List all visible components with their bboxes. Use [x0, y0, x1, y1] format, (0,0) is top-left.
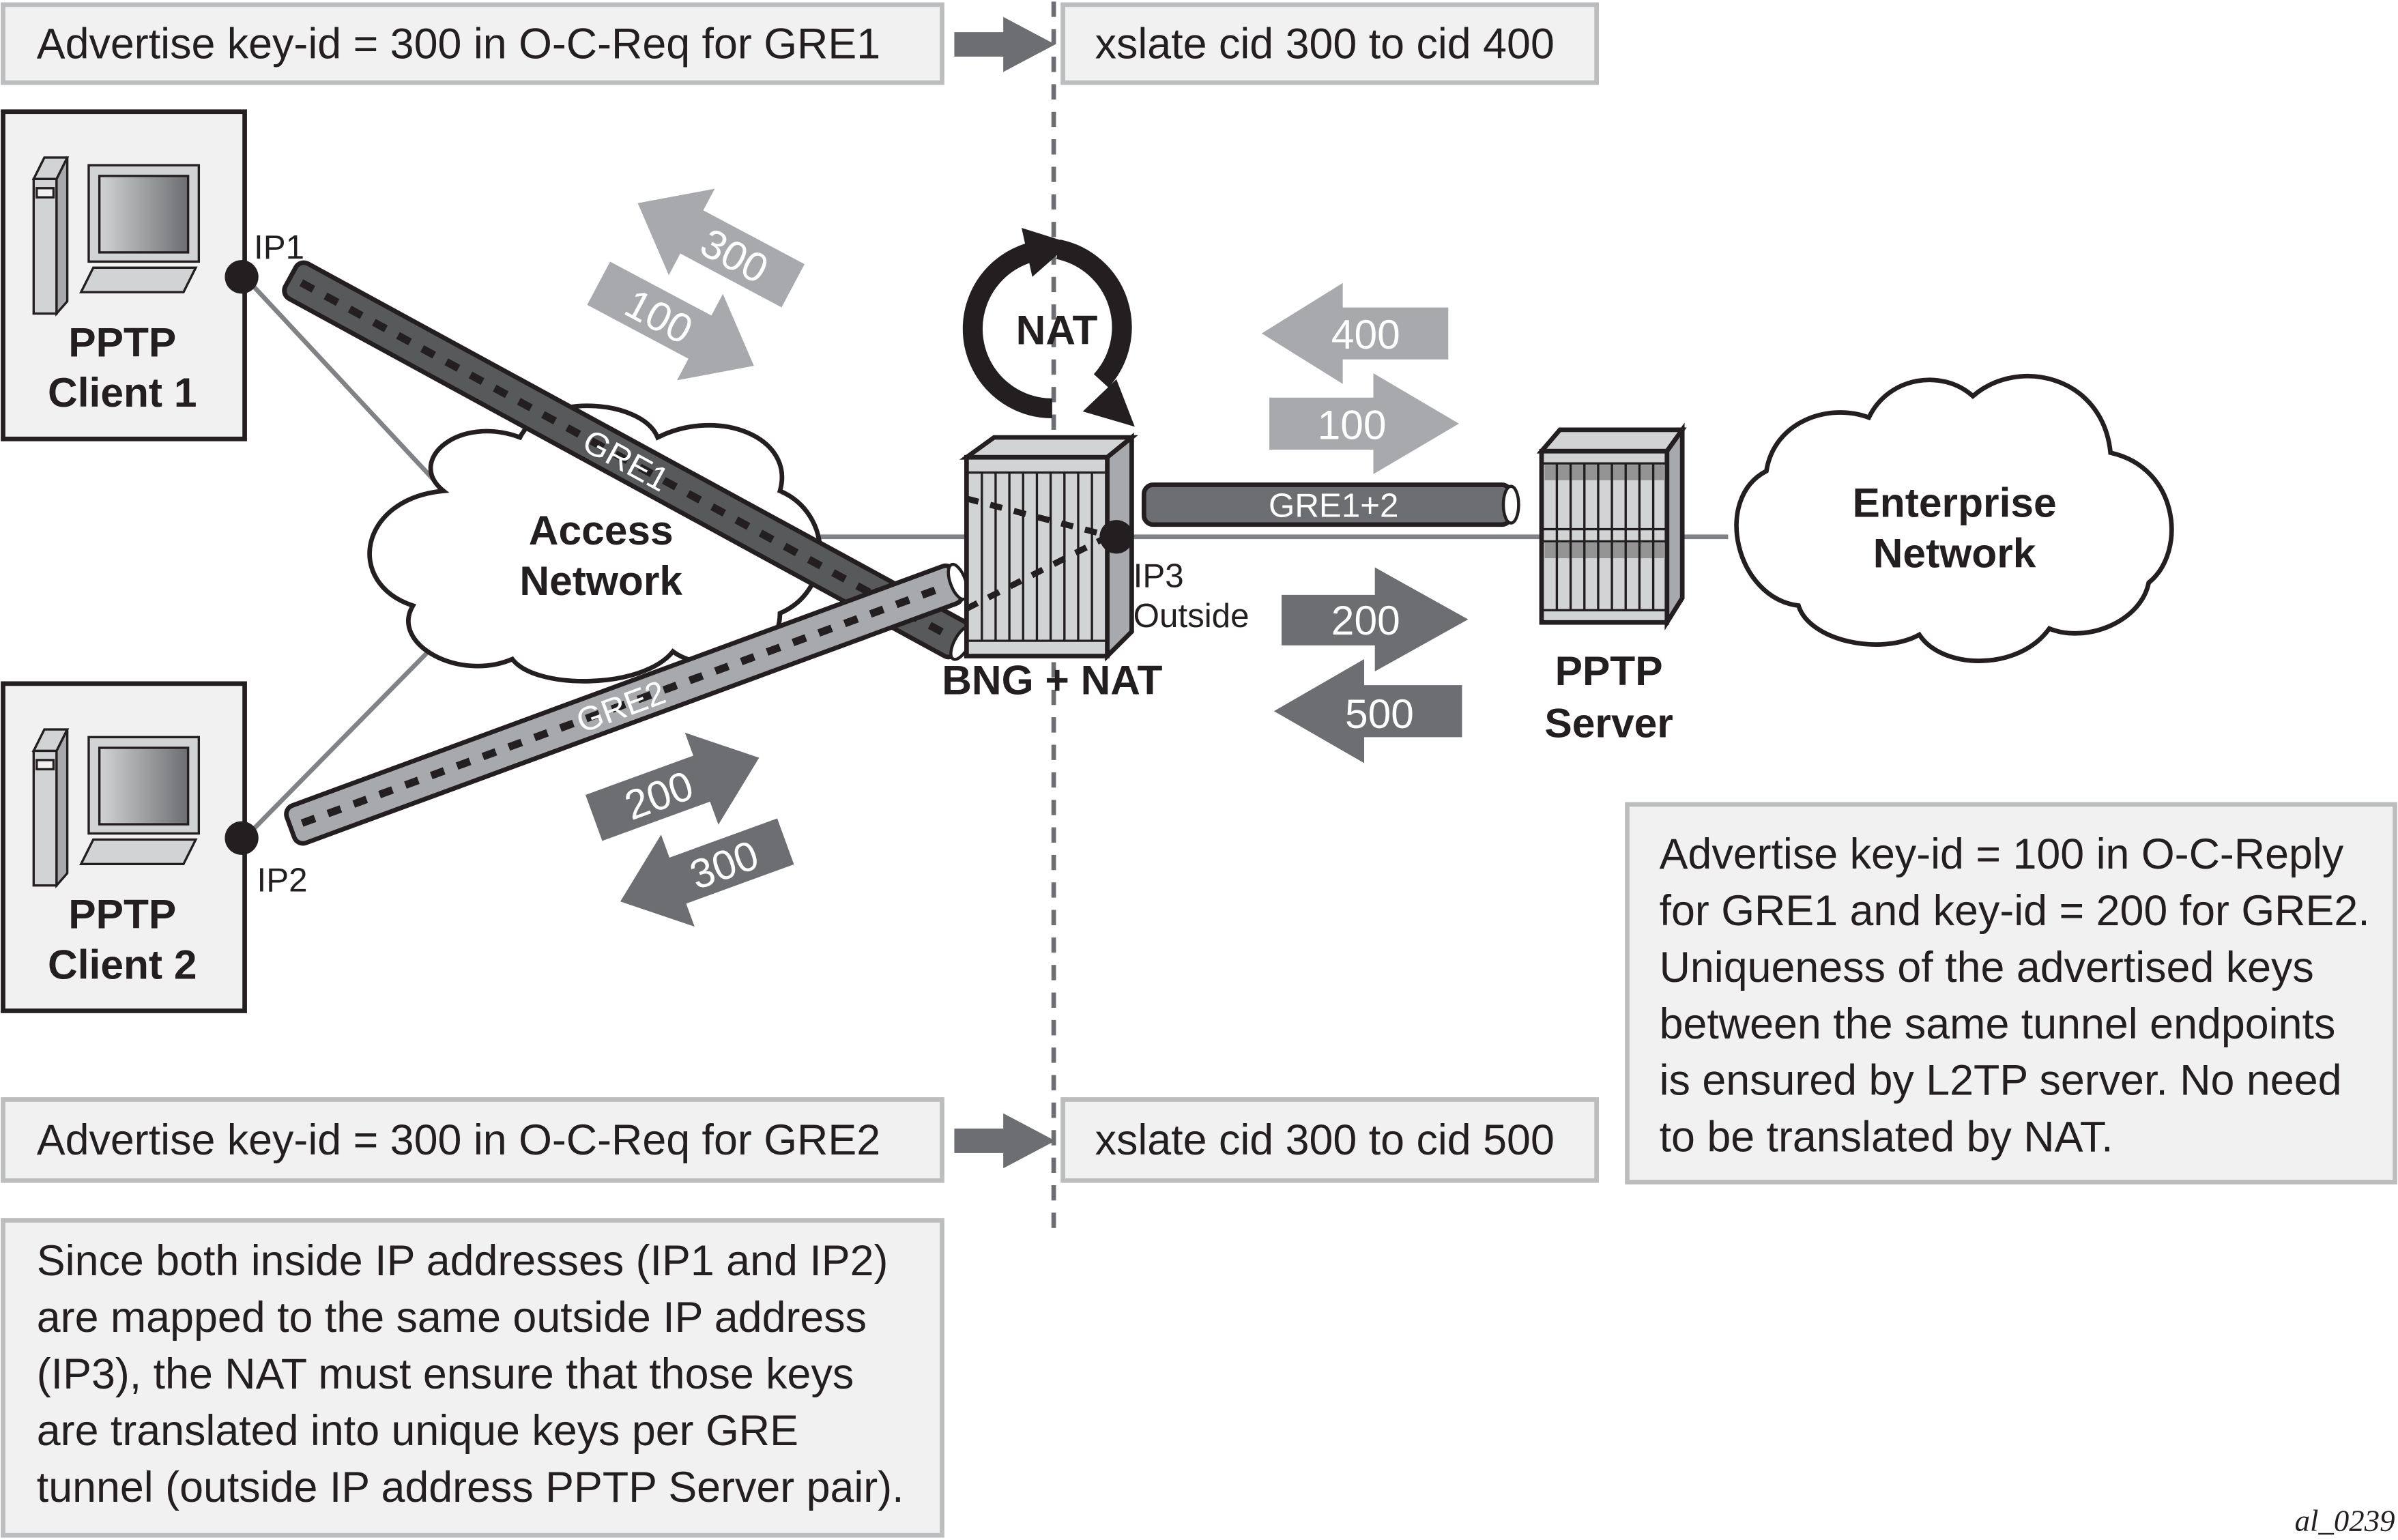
server-label-line2: Server	[1544, 699, 1673, 746]
top-request-text: Advertise key-id = 300 in O-C-Req for GR…	[37, 20, 880, 68]
link-client2-access	[243, 642, 438, 840]
client1-label-line2: Client 1	[48, 369, 197, 416]
bottom-arrow	[954, 1113, 1056, 1169]
key-arrow-label: 100	[1318, 401, 1387, 448]
bottom-translate-note: xslate cid 300 to cid 500	[1060, 1097, 1600, 1183]
ip2-interface-dot	[225, 821, 259, 855]
top-arrow	[954, 16, 1056, 72]
cycle-arrowhead-bottom	[1082, 379, 1135, 427]
key-arrow-left	[620, 818, 794, 927]
top-translate-note: xslate cid 300 to cid 400	[1060, 2, 1600, 85]
server-note-line: to be translated by NAT.	[1660, 1114, 2113, 1161]
client2-label-line2: Client 2	[48, 941, 197, 987]
explanation-line: tunnel (outside IP address PPTP Server p…	[37, 1464, 904, 1511]
gre1-inside-key-arrows: 300 100	[587, 188, 805, 381]
client2-label-line1: PPTP	[68, 890, 176, 937]
link-client1-access	[243, 275, 453, 501]
pptp-server[interactable]: PPTP Server	[1536, 422, 1687, 746]
enterprise-network-cloud[interactable]: Enterprise Network	[1734, 374, 2174, 663]
gre12-label: GRE1+2	[1269, 487, 1398, 525]
server-label-line1: PPTP	[1555, 648, 1663, 694]
server-slots	[1542, 462, 1667, 611]
computer-icon	[31, 156, 201, 317]
server-note-line: is ensured by L2TP server. No need	[1660, 1057, 2342, 1105]
computer-icon	[31, 728, 201, 889]
gre2-outside-key-arrows: 200 500	[1273, 567, 1469, 764]
gre1-outside-key-arrows: 400 100	[1261, 282, 1459, 474]
bng-label: BNG + NAT	[942, 657, 1162, 703]
pptp-client-2[interactable]: PPTP Client 2	[1, 681, 247, 1013]
key-arrow-right	[1282, 567, 1469, 671]
pptp-client-1[interactable]: PPTP Client 1	[1, 109, 247, 441]
access-network-line2: Network	[519, 557, 682, 604]
bottom-request-text: Advertise key-id = 300 in O-C-Req for GR…	[37, 1116, 880, 1164]
key-arrow-left	[1261, 282, 1449, 384]
bottom-request-note: Advertise key-id = 300 in O-C-Req for GR…	[1, 1097, 944, 1183]
key-arrow-label: 300	[684, 831, 764, 898]
server-note-line: Advertise key-id = 100 in O-C-Reply	[1660, 830, 2344, 878]
server-note-line: Uniqueness of the advertised keys	[1660, 944, 2314, 991]
explanation-note: Since both inside IP addresses (IP1 and …	[1, 1218, 944, 1538]
key-arrow-label: 500	[1345, 691, 1414, 737]
ip3-label: IP3	[1133, 557, 1184, 595]
key-arrow-label: 400	[1331, 311, 1400, 358]
nat-cycle-icon: NAT	[962, 228, 1135, 427]
server-note-line: for GRE1 and key-id = 200 for GRE2.	[1660, 887, 2370, 935]
explanation-line: (IP3), the NAT must ensure that those ke…	[37, 1350, 854, 1398]
bottom-translate-text: xslate cid 300 to cid 500	[1095, 1116, 1555, 1164]
gre12-tunnel[interactable]: GRE1+2	[1141, 482, 1520, 527]
enterprise-network-line2: Network	[1873, 530, 2036, 577]
cycle-arrowhead-top	[1022, 228, 1071, 277]
figure-id: al_0239	[2295, 1503, 2395, 1537]
router-slots	[966, 471, 1108, 642]
server-note-line: between the same tunnel endpoints	[1660, 1000, 2336, 1048]
access-network-line1: Access	[529, 507, 674, 553]
key-arrow-right	[1269, 373, 1459, 474]
key-arrow-right	[585, 732, 760, 841]
key-arrow-label: 200	[618, 761, 699, 828]
top-translate-text: xslate cid 300 to cid 400	[1095, 20, 1555, 68]
key-arrow-left	[1273, 659, 1462, 764]
nat-label: NAT	[1016, 306, 1098, 353]
ip3-interface-dot	[1099, 520, 1133, 554]
top-request-note: Advertise key-id = 300 in O-C-Req for GR…	[1, 2, 944, 85]
enterprise-network-line1: Enterprise	[1852, 480, 2056, 526]
ip1-label: IP1	[254, 229, 304, 266]
ip3-outside-label: Outside	[1133, 597, 1249, 635]
ip2-label: IP2	[257, 862, 308, 899]
explanation-line: Since both inside IP addresses (IP1 and …	[37, 1237, 889, 1285]
server-note: Advertise key-id = 100 in O-C-Reply for G…	[1625, 802, 2397, 1185]
explanation-line: are mapped to the same outside IP addres…	[37, 1294, 867, 1341]
key-arrow-label: 200	[1331, 597, 1400, 643]
explanation-line: are translated into unique keys per GRE	[37, 1407, 798, 1455]
key-arrow-left	[637, 188, 805, 308]
client1-label-line1: PPTP	[68, 319, 176, 365]
gre2-inside-key-arrows: 200 300	[585, 732, 794, 927]
ip1-interface-dot	[225, 260, 259, 294]
key-arrow-right	[587, 261, 754, 381]
bng-nat-router[interactable]: BNG + NAT	[942, 433, 1163, 703]
